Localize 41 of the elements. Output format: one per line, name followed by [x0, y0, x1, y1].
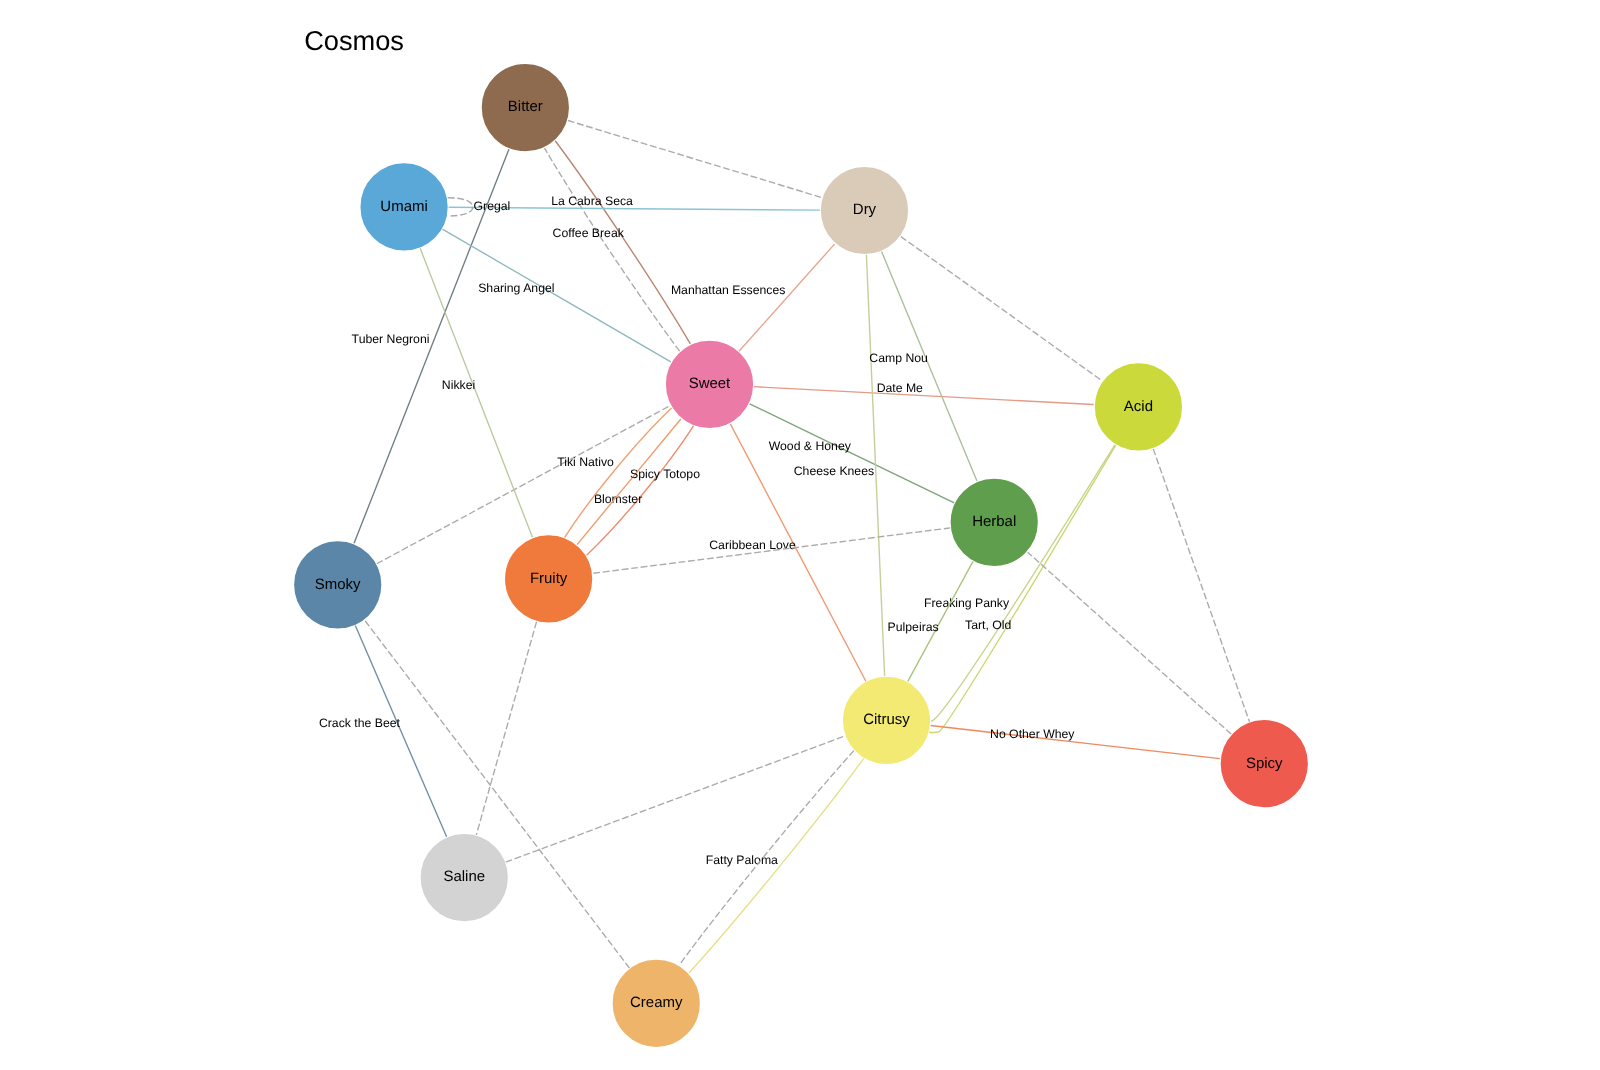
connector: [737, 243, 835, 352]
connector: [748, 403, 954, 504]
node-circle: Citrusy: [840, 675, 931, 766]
node-circle: Fruity: [502, 533, 593, 624]
connector: [584, 425, 694, 556]
connector: [353, 624, 447, 838]
connector: [864, 254, 885, 677]
connector: [375, 404, 671, 565]
connector: [566, 119, 822, 199]
node-circle: Spicy: [1218, 718, 1309, 809]
connector: [752, 386, 1094, 406]
connector: [899, 235, 1102, 382]
node-circle: Herbal: [948, 477, 1039, 568]
connector: [928, 724, 1220, 760]
connector: [504, 735, 845, 863]
connector: [879, 250, 977, 482]
connector: [1025, 551, 1231, 735]
node-circle: Sweet: [663, 339, 754, 430]
node-circle: Acid: [1092, 361, 1183, 452]
connector: [446, 206, 820, 211]
node-circle: Bitter: [479, 62, 570, 153]
connector: [418, 247, 533, 538]
connector: [352, 148, 509, 544]
node-circle: Saline: [418, 832, 509, 923]
node-circle: Umami: [358, 161, 449, 252]
node-circle: Dry: [818, 165, 909, 256]
connector: [446, 197, 473, 217]
connector: [363, 619, 630, 969]
node-circle: Creamy: [610, 958, 701, 1049]
connector: [906, 560, 973, 682]
connector: [542, 147, 680, 352]
connector: [1151, 448, 1250, 723]
connector: [553, 140, 690, 345]
diagram-title: Cosmos: [303, 25, 403, 56]
connector: [440, 228, 671, 363]
connector: [591, 527, 950, 574]
connector: [563, 407, 672, 538]
node-circle: Smoky: [291, 539, 382, 630]
connector: [474, 621, 537, 836]
connector: [575, 418, 681, 546]
connector: [728, 423, 866, 682]
